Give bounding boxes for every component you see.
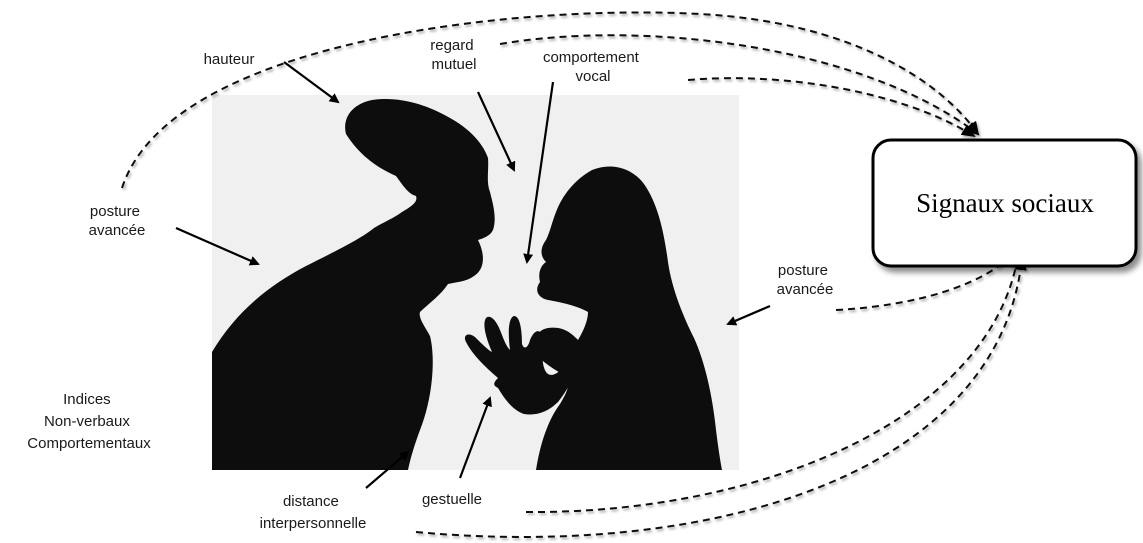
signaux-sociaux-box: Signaux sociaux — [873, 140, 1136, 266]
silhouette-photo — [212, 95, 739, 470]
label-posture-left-line1: posture — [90, 203, 140, 220]
label-vocal-line1: comportement — [543, 49, 640, 66]
label-distance-line1: distance — [283, 493, 339, 510]
target-label: Signaux sociaux — [916, 188, 1094, 218]
label-gestuelle: gestuelle — [422, 491, 482, 508]
label-regard-mutuel: regard mutuel — [430, 37, 478, 73]
label-indices-non-verbaux: Indices Non-verbaux Comportementaux — [27, 391, 151, 452]
label-posture-left-line2: avancée — [89, 222, 146, 239]
label-vocal-line2: vocal — [575, 68, 610, 85]
category-line1: Indices — [63, 391, 111, 408]
label-hauteur: hauteur — [204, 51, 255, 68]
label-regard-line1: regard — [430, 37, 473, 54]
label-distance-interpersonnelle: distance interpersonnelle — [260, 493, 367, 532]
category-line3: Comportementaux — [27, 435, 151, 452]
label-regard-line2: mutuel — [431, 56, 476, 73]
label-posture-avancee-left: posture avancée — [89, 203, 146, 239]
label-posture-avancee-right: posture avancée — [777, 262, 834, 298]
category-line2: Non-verbaux — [44, 413, 130, 430]
label-distance-line2: interpersonnelle — [260, 515, 367, 532]
label-posture-right-line2: avancée — [777, 281, 834, 298]
label-posture-right-line1: posture — [778, 262, 828, 279]
label-comportement-vocal: comportement vocal — [543, 49, 643, 85]
